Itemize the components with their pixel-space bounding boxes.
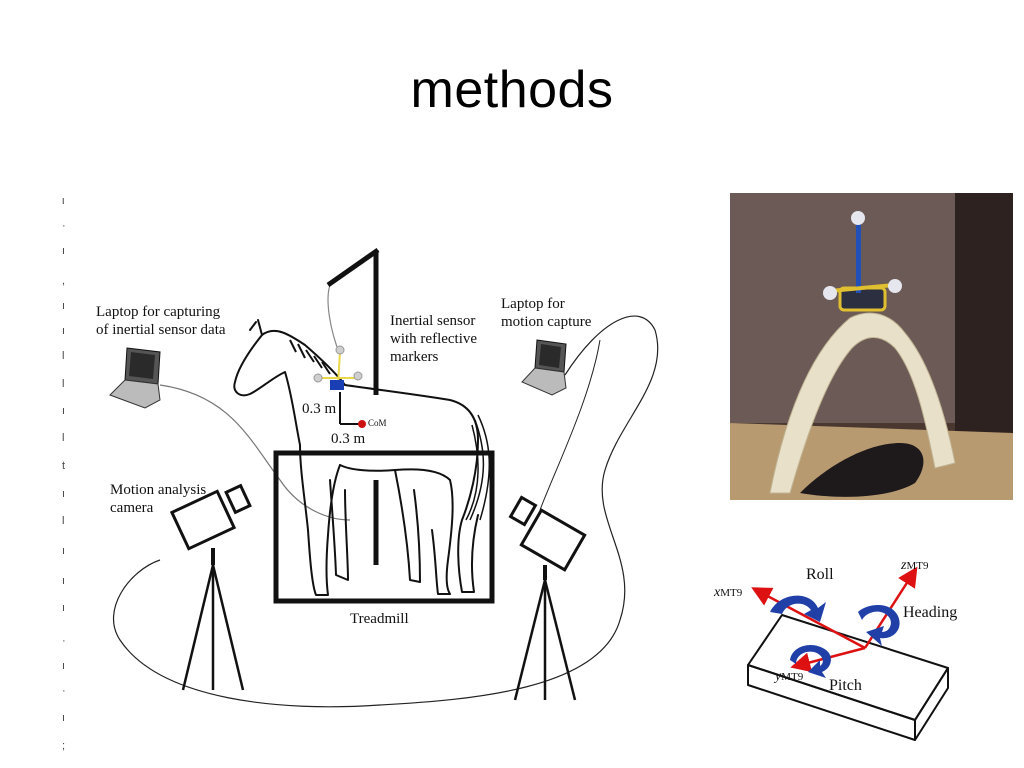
y-axis-label: yMT9: [775, 669, 804, 684]
heading-arrow: [858, 605, 900, 646]
tripod-right: [513, 579, 577, 701]
camera-right: [508, 495, 587, 580]
horse-tail: [465, 414, 491, 521]
laptop-right: [521, 339, 567, 396]
dim-vertical-label: 0.3 m: [302, 401, 337, 417]
marker-pole: [326, 247, 380, 565]
pitch-arrow: [790, 645, 831, 678]
roll-label: Roll: [806, 566, 834, 583]
rotation-arrows: [770, 595, 900, 678]
laptop-left-label: Laptop for capturing of inertial sensor …: [96, 304, 226, 338]
photo-drawing: [730, 193, 1013, 500]
camera-left: [169, 483, 252, 565]
treadmill-label: Treadmill: [350, 611, 409, 627]
cable-right-loop: [113, 315, 659, 708]
dim-horizontal-label: 0.3 m: [331, 431, 366, 447]
inertial-sensor: [313, 345, 363, 390]
mt9-box: [747, 614, 949, 741]
inertial-sensor-label: Inertial sensor with reflective markers: [390, 313, 478, 365]
y-axis-arrow: [790, 646, 866, 673]
roll-arrow: [770, 595, 826, 622]
laptop-right-label: Laptop for motion capture: [501, 296, 592, 330]
treadmill-frame: [273, 450, 495, 604]
x-axis-label: xMT9: [714, 585, 743, 600]
motion-camera-label: Motion analysis camera: [110, 482, 207, 516]
sensor-on-withers-photo: [730, 193, 1013, 500]
laptop-left: [109, 347, 161, 409]
x-axis-arrow: [751, 587, 866, 650]
heading-label: Heading: [903, 604, 958, 621]
cable-right-camera: [539, 339, 601, 511]
mt9-axis-arrows: [751, 566, 918, 673]
cable-sensor: [327, 284, 341, 356]
horse-mane: [289, 339, 331, 375]
tripod-left: [181, 564, 245, 691]
horse-outline: [233, 319, 479, 596]
pitch-label: Pitch: [829, 677, 862, 694]
com-label: CoM: [368, 418, 387, 428]
z-axis-label: zMT9: [901, 558, 929, 573]
slide-title: methods: [410, 61, 614, 119]
com-dot: [358, 420, 366, 428]
